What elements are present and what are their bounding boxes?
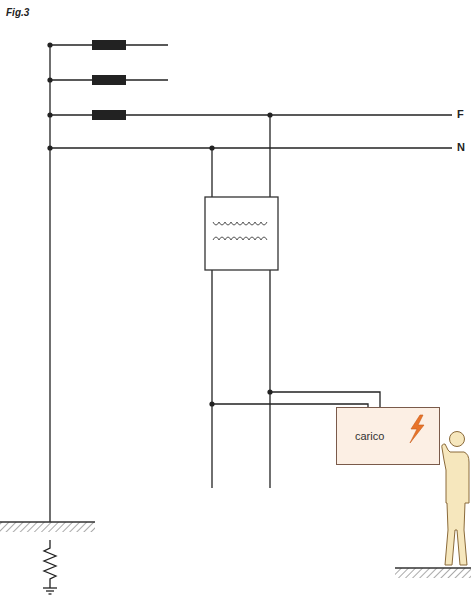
junction-dot	[47, 42, 52, 47]
neutral-line	[50, 147, 452, 148]
load-label: carico	[355, 430, 384, 442]
earth-symbol	[43, 587, 57, 588]
fuse-symbol	[92, 75, 126, 85]
transformer-winding	[213, 237, 267, 240]
junction-dot	[267, 389, 272, 394]
load-box: carico	[336, 407, 440, 465]
person-figure	[442, 432, 469, 566]
line-label: N	[457, 142, 465, 153]
resistor-symbol	[44, 540, 56, 588]
junction-dot	[209, 401, 214, 406]
junction-dot	[47, 77, 52, 82]
junction-dot	[47, 145, 52, 150]
earth-symbol	[49, 593, 52, 594]
lightning-bolt	[407, 414, 427, 444]
junction-dot	[267, 112, 272, 117]
ground-hatch	[395, 568, 471, 578]
line-label: F	[457, 109, 464, 120]
ground-hatch	[0, 522, 95, 532]
fuse-symbol	[92, 110, 126, 120]
transformer-winding	[213, 222, 267, 225]
transformer-box	[205, 197, 278, 270]
primary-wire	[269, 115, 270, 197]
lightning-bolt	[410, 415, 424, 443]
secondary-wire	[211, 270, 212, 488]
load-wire	[270, 392, 380, 407]
junction-dot	[209, 145, 214, 150]
junction-dot	[47, 112, 52, 117]
ground-line	[0, 521, 95, 522]
primary-wire	[211, 148, 212, 197]
ground-line	[395, 567, 471, 568]
figure-number: Fig.3	[6, 8, 29, 18]
earth-symbol	[46, 590, 54, 591]
fuse-symbol	[92, 40, 126, 50]
secondary-wire	[269, 270, 270, 488]
